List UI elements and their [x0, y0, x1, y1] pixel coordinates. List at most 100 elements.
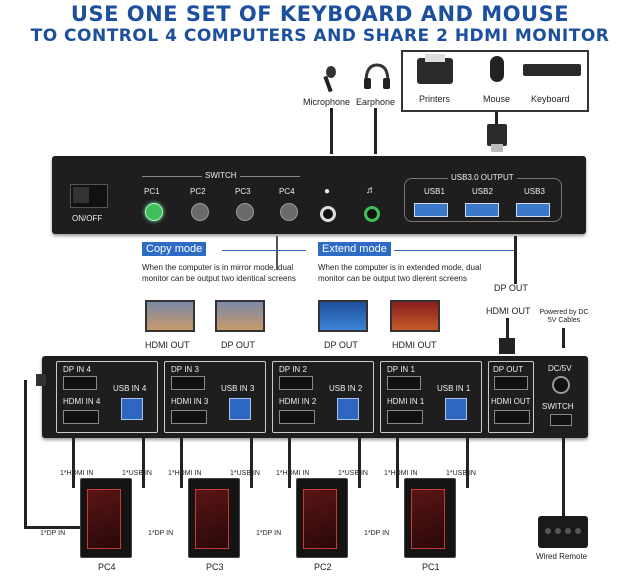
- pc2-port-group: DP IN 2 HDMI IN 2 USB IN 2: [272, 361, 374, 433]
- audio-jack[interactable]: [364, 206, 380, 222]
- extend-mode-rule: [394, 250, 514, 251]
- pc1-dp-label: DP IN 1: [387, 365, 415, 374]
- pc2-tower: [296, 478, 348, 558]
- usb3-label: USB3: [524, 187, 545, 196]
- dc-power-port[interactable]: [552, 376, 570, 394]
- mouse-icon: [490, 56, 504, 82]
- mic-icon: ●: [324, 186, 331, 197]
- pc1-hdmi-port[interactable]: [387, 410, 423, 424]
- usb2-port[interactable]: [465, 203, 499, 217]
- speaker-icon: ♬: [366, 185, 376, 196]
- wired-remote[interactable]: [538, 516, 588, 548]
- pc2-hdmi-port[interactable]: [279, 410, 315, 424]
- pc1-hdmi-in-label: 1*HDMI IN: [384, 470, 418, 477]
- pc2-usb-cable: [358, 438, 361, 488]
- pc3-hdmi-label: HDMI IN 3: [171, 397, 209, 406]
- pc3-hdmi-port[interactable]: [171, 410, 207, 424]
- pc3-hdmi-in-label: 1*HDMI IN: [168, 470, 202, 477]
- pc3-usb-cable: [250, 438, 253, 488]
- extend-monitor-1: [318, 300, 368, 332]
- pc1-usb-label: USB IN 1: [437, 384, 471, 393]
- pc4-label: PC4: [98, 562, 116, 572]
- pc2-dp-label: DP IN 2: [279, 365, 307, 374]
- switch-port-label: SWITCH: [542, 402, 574, 411]
- pc3-usb-in-label: 1*USB IN: [230, 470, 260, 477]
- extend-mode-badge: Extend mode: [318, 242, 391, 256]
- pc4-usb-cable: [142, 438, 145, 488]
- remote-cable: [562, 438, 565, 518]
- copy-monitor-2-label: DP OUT: [221, 340, 255, 350]
- mic-jack[interactable]: [320, 206, 336, 222]
- mouse-label: Mouse: [483, 94, 511, 104]
- pc2-usb-port[interactable]: [337, 398, 359, 420]
- usb3-port[interactable]: [516, 203, 550, 217]
- earphone-label: Earphone: [356, 97, 396, 107]
- headline-line1: USE ONE SET OF KEYBOARD AND MOUSE: [70, 2, 570, 26]
- pc3-dp-in-label: 1*DP IN: [148, 530, 174, 537]
- pc4-button-label: PC4: [279, 187, 295, 196]
- remote-switch-port[interactable]: [550, 414, 572, 426]
- pc4-hdmi-port[interactable]: [63, 410, 99, 424]
- pc2-label: PC2: [314, 562, 332, 572]
- headline-line2: TO CONTROL 4 COMPUTERS AND SHARE 2 HDMI …: [30, 26, 610, 46]
- pc1-hdmi-label: HDMI IN 1: [387, 397, 425, 406]
- pc1-usb-cable: [466, 438, 469, 488]
- pc3-hdmi-cable: [180, 438, 183, 488]
- wired-remote-label: Wired Remote: [536, 552, 588, 561]
- pc3-dp-label: DP IN 3: [171, 365, 199, 374]
- pc2-hdmi-in-label: 1*HDMI IN: [276, 470, 310, 477]
- pc1-port-group: DP IN 1 HDMI IN 1 USB IN 1: [380, 361, 482, 433]
- copy-mode-rule: [222, 250, 306, 251]
- pc3-tower: [188, 478, 240, 558]
- switch-label: SWITCH: [202, 171, 240, 180]
- power-switch[interactable]: [70, 184, 108, 208]
- mode-divider-cable: [276, 236, 278, 270]
- pc2-hdmi-cable: [288, 438, 291, 488]
- pc1-button[interactable]: [145, 203, 163, 221]
- dc-cable: [562, 328, 565, 348]
- pc4-dp-port[interactable]: [63, 376, 97, 390]
- pc2-usb-label: USB IN 2: [329, 384, 363, 393]
- pc4-port-group: DP IN 4 HDMI IN 4 USB IN 4: [56, 361, 158, 433]
- keyboard-icon: [523, 64, 581, 76]
- hdmi-out-label: HDMI OUT: [486, 306, 531, 316]
- copy-mode-desc: When the computer is in mirror mode, dua…: [142, 263, 296, 283]
- left-dp-cable: [24, 380, 27, 528]
- dp-plug-icon: [36, 374, 46, 386]
- pc1-dp-port[interactable]: [387, 376, 421, 390]
- back-hdmi-out-label: HDMI OUT: [491, 397, 531, 406]
- pc1-usb-port[interactable]: [445, 398, 467, 420]
- hdmi-out-cable: [506, 318, 509, 340]
- dp-out-port[interactable]: [494, 376, 528, 390]
- peripheral-cable: [495, 112, 498, 126]
- hdmi-plug-icon: [499, 338, 515, 354]
- usb1-port[interactable]: [414, 203, 448, 217]
- dp-out-label: DP OUT: [494, 283, 528, 293]
- usb-peripherals-box: Printers Mouse Keyboard: [401, 50, 589, 112]
- usb-plug-icon: [487, 124, 507, 152]
- pc3-button[interactable]: [236, 203, 254, 221]
- pc2-button[interactable]: [191, 203, 209, 221]
- pc1-button-label: PC1: [144, 187, 160, 196]
- pc1-label: PC1: [422, 562, 440, 572]
- power-label: ON/OFF: [72, 214, 103, 223]
- pc3-usb-port[interactable]: [229, 398, 251, 420]
- hdmi-out-port[interactable]: [494, 410, 530, 424]
- pc3-usb-label: USB IN 3: [221, 384, 255, 393]
- pc4-dp-label: DP IN 4: [63, 365, 91, 374]
- dp-out-cable: [514, 236, 517, 284]
- earphone-icon: [362, 62, 392, 92]
- pc3-label: PC3: [206, 562, 224, 572]
- back-dp-out-label: DP OUT: [493, 365, 524, 374]
- pc3-dp-port[interactable]: [171, 376, 205, 390]
- pc4-button[interactable]: [280, 203, 298, 221]
- pc2-dp-port[interactable]: [279, 376, 313, 390]
- output-port-group: DP OUT HDMI OUT: [488, 361, 534, 433]
- kvm-back-panel: DP IN 4 HDMI IN 4 USB IN 4 DP IN 3 HDMI …: [42, 356, 588, 438]
- left-dp-cable-bottom: [24, 526, 94, 529]
- keyboard-label: Keyboard: [531, 94, 570, 104]
- copy-monitor-2: [215, 300, 265, 332]
- usb2-label: USB2: [472, 187, 493, 196]
- pc4-usb-in-label: 1*USB IN: [122, 470, 152, 477]
- pc4-usb-port[interactable]: [121, 398, 143, 420]
